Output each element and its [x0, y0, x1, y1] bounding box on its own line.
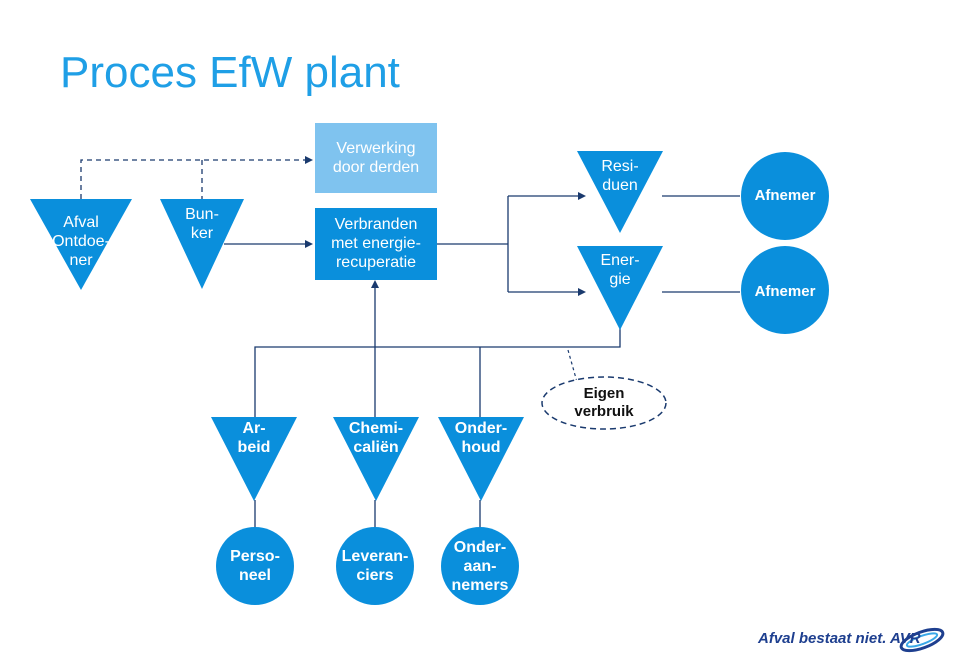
page-title: Proces EfW plant [60, 48, 400, 97]
dashed-flow-afval-to-derden [80, 159, 305, 199]
arrow-head-residuen [578, 192, 586, 200]
bunker-shape [160, 199, 244, 289]
avr-logo-text: Afval bestaat niet. AVR [758, 630, 921, 647]
verwerking-derden-box [315, 123, 437, 193]
onderhoud-shape [438, 417, 524, 501]
verbranden-box [315, 208, 437, 280]
flow-energie-return [254, 328, 621, 420]
afnemer-top-shape [741, 152, 829, 240]
arbeid-shape [211, 417, 297, 501]
arrow-head-derden [305, 156, 313, 164]
arrow-head-energie [578, 288, 586, 296]
arrow-head-verbranden [305, 240, 313, 248]
energie-shape [577, 246, 663, 330]
residuen-shape [577, 151, 663, 233]
avr-logo-icon [899, 627, 945, 653]
arrow-head-chemicalien [371, 280, 379, 288]
chemicalien-shape [333, 417, 419, 501]
eigen-verbruik-bubble [541, 376, 667, 430]
afval-ontdoener-shape [30, 199, 132, 290]
personeel-shape [216, 527, 294, 605]
onderaannemers-shape [441, 527, 519, 605]
leveranciers-shape [336, 527, 414, 605]
afnemer-bottom-shape [741, 246, 829, 334]
